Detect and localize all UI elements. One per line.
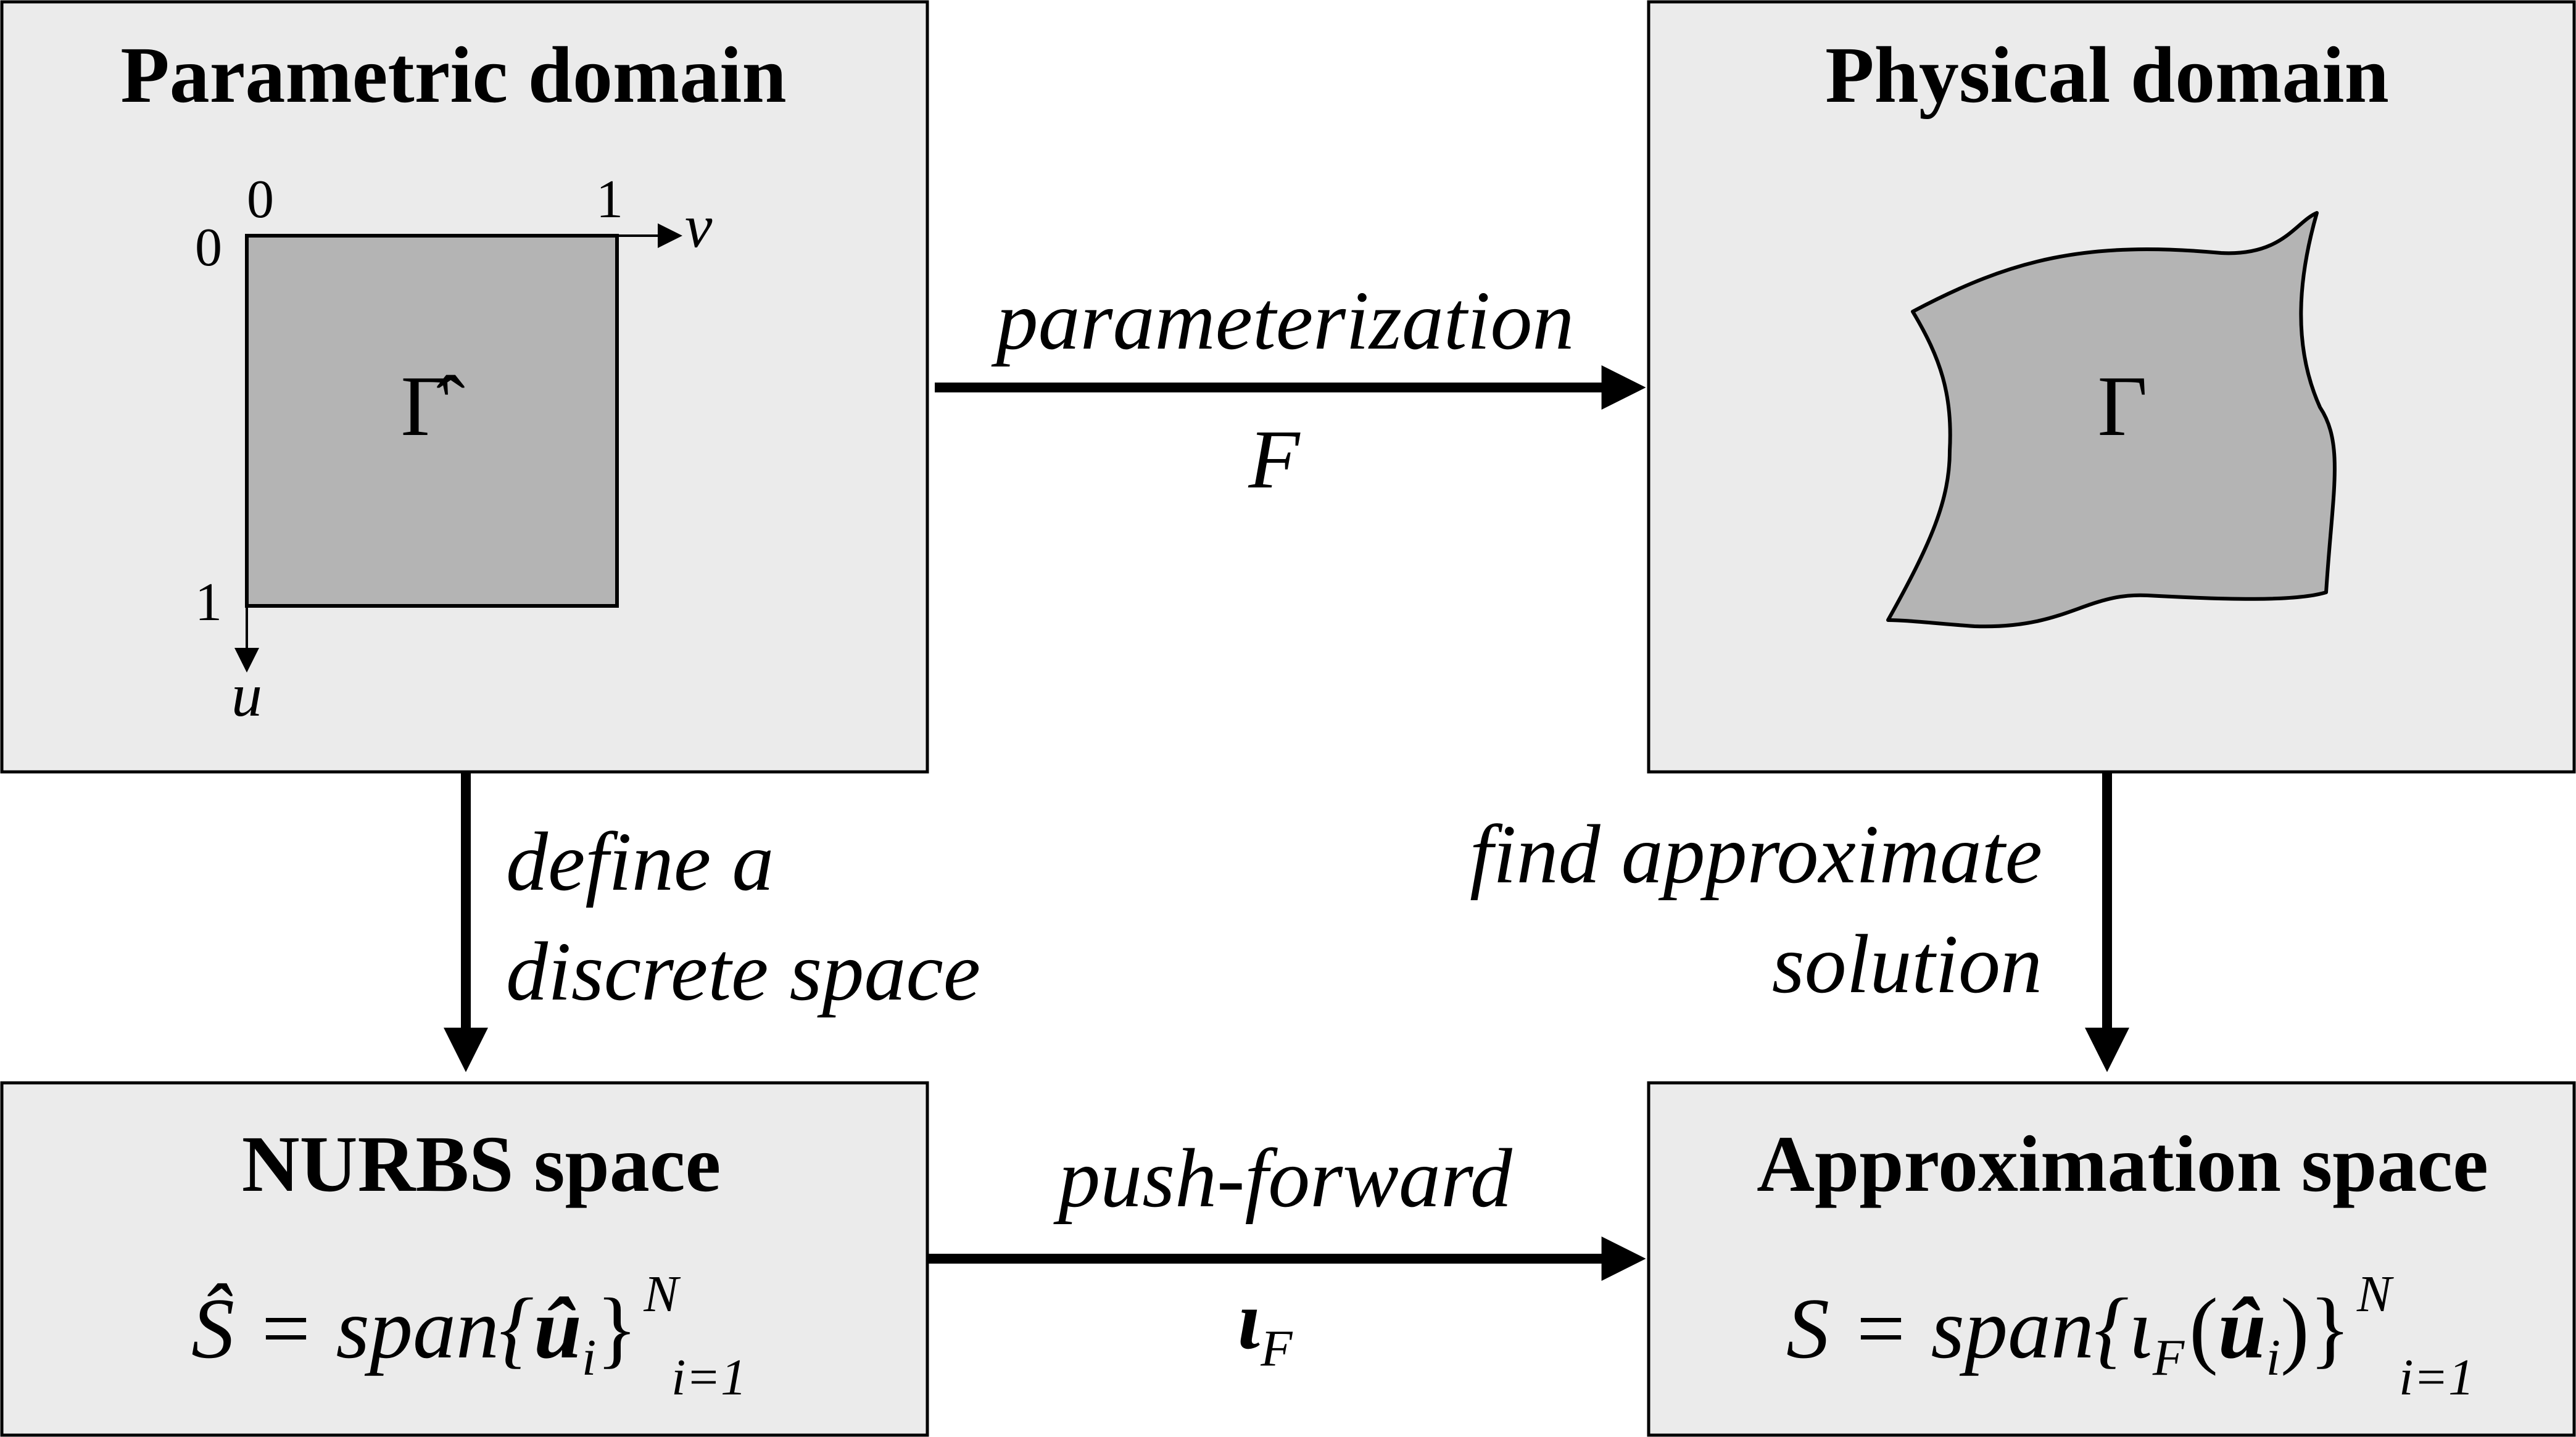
nurbs-formula-basis: û [534,1281,582,1377]
physical-domain-title: Physical domain [1825,31,2389,120]
iota-subscript: F [1260,1320,1293,1377]
parameterization-symbol: F [1248,413,1301,506]
approx-formula-sub: i=1 [2399,1349,2474,1406]
approx-formula-lhs: S [1786,1281,1829,1377]
nurbs-formula-eq: = span{ [234,1281,534,1377]
define-label-line1: define a [506,816,774,908]
define-label-line2: discrete space [506,926,980,1018]
approx-formula-open-paren: ( [2189,1281,2218,1377]
parameterization-label: parameterization [992,275,1575,367]
push-forward-label: push-forward [1053,1132,1513,1225]
push-forward-symbol: ιF [1237,1274,1293,1377]
approx-formula-basis: û [2218,1281,2266,1377]
parametric-square [245,234,619,608]
tick-top-left: 0 [247,170,274,230]
approx-formula-close-paren: ) [2280,1281,2309,1377]
approximation-space-box [1647,1081,2576,1437]
physical-shape [1886,211,2337,629]
nurbs-formula-sup: N [643,1265,681,1323]
approx-formula-op: ι [2129,1281,2153,1377]
nurbs-formula-lhs: Ŝ [191,1281,234,1377]
nurbs-space-title: NURBS space [242,1120,721,1209]
gamma-symbol: Γ [2098,358,2148,454]
approximation-formula: S = span{ιF(ûi)}Ni=1 [1786,1265,2474,1406]
nurbs-formula-basis-sub: i [582,1329,596,1386]
nurbs-formula-sub: i=1 [671,1349,747,1406]
v-axis-label: v [685,192,713,260]
nurbs-space-box [0,1081,929,1437]
iota-symbol: ι [1237,1274,1261,1367]
find-label-line1: find approximate [1470,808,2042,901]
u-axis-label: u [231,661,262,729]
approx-formula-eq: = span{ [1829,1281,2129,1377]
approximation-space-title: Approximation space [1757,1120,2488,1209]
tick-top-right: 1 [596,170,623,230]
tick-left-top: 0 [195,218,222,278]
approx-formula-sup: N [2356,1265,2394,1323]
find-label-line2: solution [1772,918,2042,1011]
approx-formula-close: } [2309,1281,2351,1377]
approx-formula-op-sub: F [2152,1329,2185,1386]
approx-formula-basis-sub: i [2266,1329,2280,1386]
parametric-domain-title: Parametric domain [120,31,786,120]
nurbs-formula-close: } [596,1281,637,1377]
tick-left-bottom: 1 [195,573,222,632]
